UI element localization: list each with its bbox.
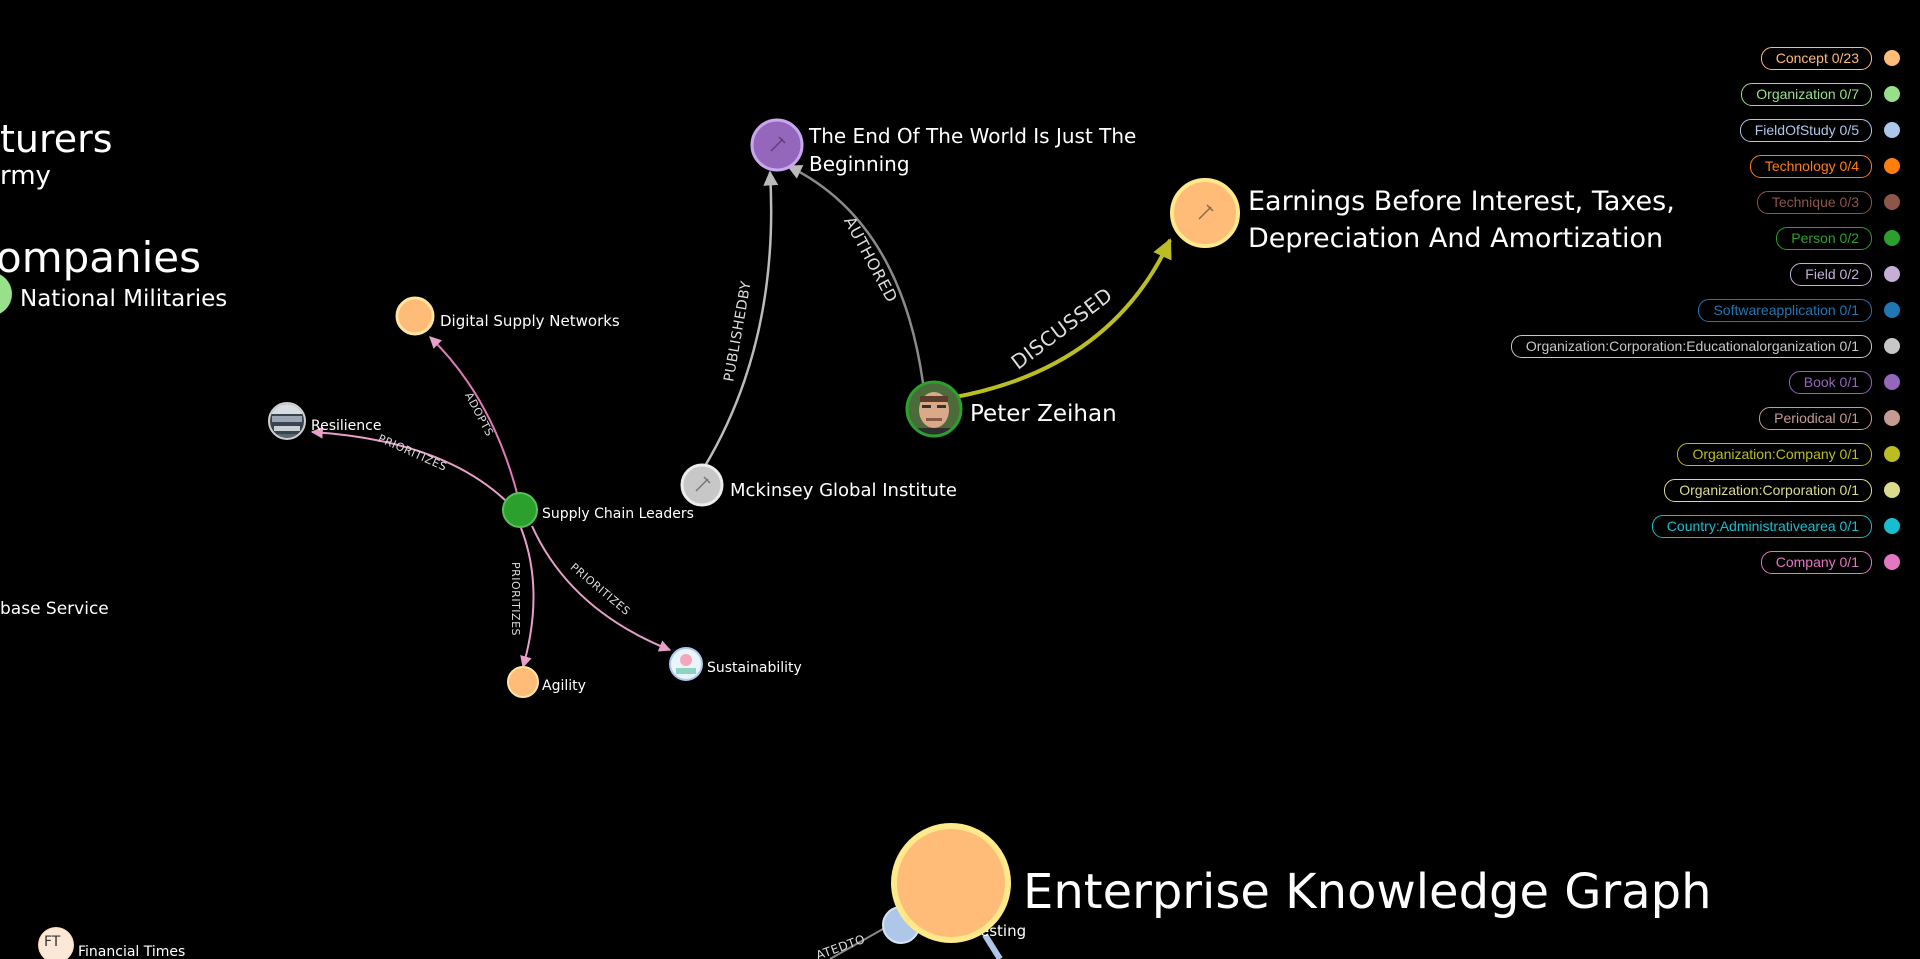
legend-item-label[interactable]: Technique 0/3 xyxy=(1756,190,1872,214)
legend-item[interactable]: Organization:Corporation:Educationalorga… xyxy=(1444,328,1904,364)
legend-item[interactable]: Technology 0/4 xyxy=(1444,148,1904,184)
legend-item[interactable]: Organization 0/7 xyxy=(1444,76,1904,112)
legend-color-swatch xyxy=(1884,410,1900,426)
legend-item-label[interactable]: Concept 0/23 xyxy=(1760,46,1872,70)
legend-color-swatch xyxy=(1884,230,1900,246)
node-label-digital-supply-networks: Digital Supply Networks xyxy=(440,312,620,330)
node-label-national-militaries: National Militaries xyxy=(20,286,227,312)
edge-label-prioritizes-sustainability: PRIORITIZES xyxy=(568,561,633,619)
partial-title-turers: turers xyxy=(0,117,113,161)
node-label-enterprise-knowledge-graph: Enterprise Knowledge Graph xyxy=(1023,864,1712,920)
node-supply-chain-leaders[interactable]: Supply Chain Leaders xyxy=(502,492,694,528)
node-label-end-of-world-line1: The End Of The World Is Just The xyxy=(808,124,1136,148)
legend-item[interactable]: Periodical 0/1 xyxy=(1444,400,1904,436)
resilience-image-icon xyxy=(270,404,304,438)
edge-label-adopts: ADOPTS xyxy=(462,390,496,438)
legend-item[interactable]: Softwareapplication 0/1 xyxy=(1444,292,1904,328)
node-mckinsey[interactable]: Mckinsey Global Institute xyxy=(680,463,957,507)
node-label-resilience: Resilience xyxy=(311,418,381,434)
sustainability-image-icon xyxy=(671,649,701,679)
peter-zeihan-avatar xyxy=(908,383,960,435)
node-resilience[interactable]: Resilience xyxy=(268,402,381,442)
legend-item-label[interactable]: Company 0/1 xyxy=(1760,550,1872,574)
legend-color-swatch xyxy=(1884,194,1900,210)
legend-item-label[interactable]: Organization:Corporation:Educationalorga… xyxy=(1510,334,1872,358)
node-label-sustainability: Sustainability xyxy=(707,660,802,676)
legend-color-swatch xyxy=(1884,338,1900,354)
legend-item-label[interactable]: Technology 0/4 xyxy=(1749,154,1872,178)
partial-title-ompanies: ompanies xyxy=(0,233,201,282)
legend-color-swatch xyxy=(1884,158,1900,174)
partial-title-rmy: rmy xyxy=(0,161,51,191)
node-label-ebitda-line1: Earnings Before Interest, Taxes, xyxy=(1248,186,1675,217)
pin-icon xyxy=(695,476,711,492)
legend-item[interactable]: Organization:Corporation 0/1 xyxy=(1444,472,1904,508)
edge-discussed[interactable]: DISCUSSED xyxy=(949,238,1172,400)
legend-color-swatch xyxy=(1884,266,1900,282)
legend-item-label[interactable]: Field 0/2 xyxy=(1790,262,1872,286)
edge-prioritizes-agility[interactable]: PRIORITIZES xyxy=(509,527,535,669)
node-end-of-world[interactable]: The End Of The World Is Just The Beginni… xyxy=(750,118,1136,176)
legend-item[interactable]: Person 0/2 xyxy=(1444,220,1904,256)
legend-item[interactable]: Concept 0/23 xyxy=(1444,40,1904,76)
svg-text:FT: FT xyxy=(44,934,61,950)
legend-color-swatch xyxy=(1884,122,1900,138)
legend-item[interactable]: Technique 0/3 xyxy=(1444,184,1904,220)
legend-item[interactable]: Book 0/1 xyxy=(1444,364,1904,400)
node-sustainability[interactable]: Sustainability xyxy=(669,647,802,681)
legend-item[interactable]: Field 0/2 xyxy=(1444,256,1904,292)
node-label-end-of-world-line2: Beginning xyxy=(809,152,910,176)
edge-label-authored: AUTHORED xyxy=(840,213,901,305)
node-financial-times[interactable]: FT Financial Times xyxy=(38,927,185,959)
pin-icon xyxy=(1198,204,1214,220)
legend-color-swatch xyxy=(1884,86,1900,102)
legend-item[interactable]: FieldOfStudy 0/5 xyxy=(1444,112,1904,148)
edge-label-prioritizes-agility: PRIORITIZES xyxy=(509,562,522,636)
edge-prioritizes-sustainability[interactable]: PRIORITIZES xyxy=(531,525,672,652)
node-national-militaries[interactable]: National Militaries xyxy=(0,272,227,316)
node-peter-zeihan[interactable]: Peter Zeihan xyxy=(905,380,1117,438)
node-label-ebitda-line2: Depreciation And Amortization xyxy=(1248,223,1663,254)
financial-times-logo-icon: FT xyxy=(39,928,73,959)
legend-item-label[interactable]: Organization 0/7 xyxy=(1741,82,1872,106)
legend-item-label[interactable]: Person 0/2 xyxy=(1776,226,1872,250)
pin-icon xyxy=(770,136,786,152)
legend-item-label[interactable]: Periodical 0/1 xyxy=(1759,406,1872,430)
legend-color-swatch xyxy=(1884,374,1900,390)
partial-title-base-service: base Service xyxy=(0,599,109,619)
legend-color-swatch xyxy=(1884,554,1900,570)
legend-color-swatch xyxy=(1884,302,1900,318)
legend-item-label[interactable]: Softwareapplication 0/1 xyxy=(1698,298,1872,322)
node-digital-supply-networks[interactable]: Digital Supply Networks xyxy=(395,296,620,336)
node-label-supply-chain-leaders: Supply Chain Leaders xyxy=(542,506,694,522)
edge-prioritizes-resilience[interactable]: PRIORITIZES xyxy=(310,426,506,501)
node-label-peter-zeihan: Peter Zeihan xyxy=(970,401,1117,427)
node-agility[interactable]: Agility xyxy=(507,666,586,698)
legend-item-label[interactable]: FieldOfStudy 0/5 xyxy=(1739,118,1872,142)
legend-item-label[interactable]: Organization:Corporation 0/1 xyxy=(1664,478,1872,502)
node-label-mckinsey: Mckinsey Global Institute xyxy=(730,480,957,501)
node-label-financial-times: Financial Times xyxy=(78,944,185,959)
legend-color-swatch xyxy=(1884,518,1900,534)
edge-label-prioritizes-resilience: PRIORITIZES xyxy=(376,432,449,474)
legend-item-label[interactable]: Country:Administrativearea 0/1 xyxy=(1651,514,1872,538)
legend-color-swatch xyxy=(1884,50,1900,66)
legend-color-swatch xyxy=(1884,446,1900,462)
legend-item[interactable]: Organization:Company 0/1 xyxy=(1444,436,1904,472)
legend-item-label[interactable]: Organization:Company 0/1 xyxy=(1677,442,1872,466)
node-ebitda[interactable]: Earnings Before Interest, Taxes, Depreci… xyxy=(1170,178,1675,254)
legend-item[interactable]: Company 0/1 xyxy=(1444,544,1904,580)
edge-adopts[interactable]: ADOPTS xyxy=(429,336,521,506)
node-label-agility: Agility xyxy=(542,678,586,694)
edge-authored[interactable]: AUTHORED xyxy=(786,164,925,384)
legend-item-label[interactable]: Book 0/1 xyxy=(1788,370,1872,394)
edge-label-partial: ATEDTO xyxy=(814,932,867,959)
legend-item[interactable]: Country:Administrativearea 0/1 xyxy=(1444,508,1904,544)
edge-publishedby[interactable]: PUBLISHEDBY xyxy=(703,170,779,467)
legend-color-swatch xyxy=(1884,482,1900,498)
node-enterprise-knowledge-graph[interactable]: Enterprise Knowledge Graph xyxy=(891,823,1712,943)
